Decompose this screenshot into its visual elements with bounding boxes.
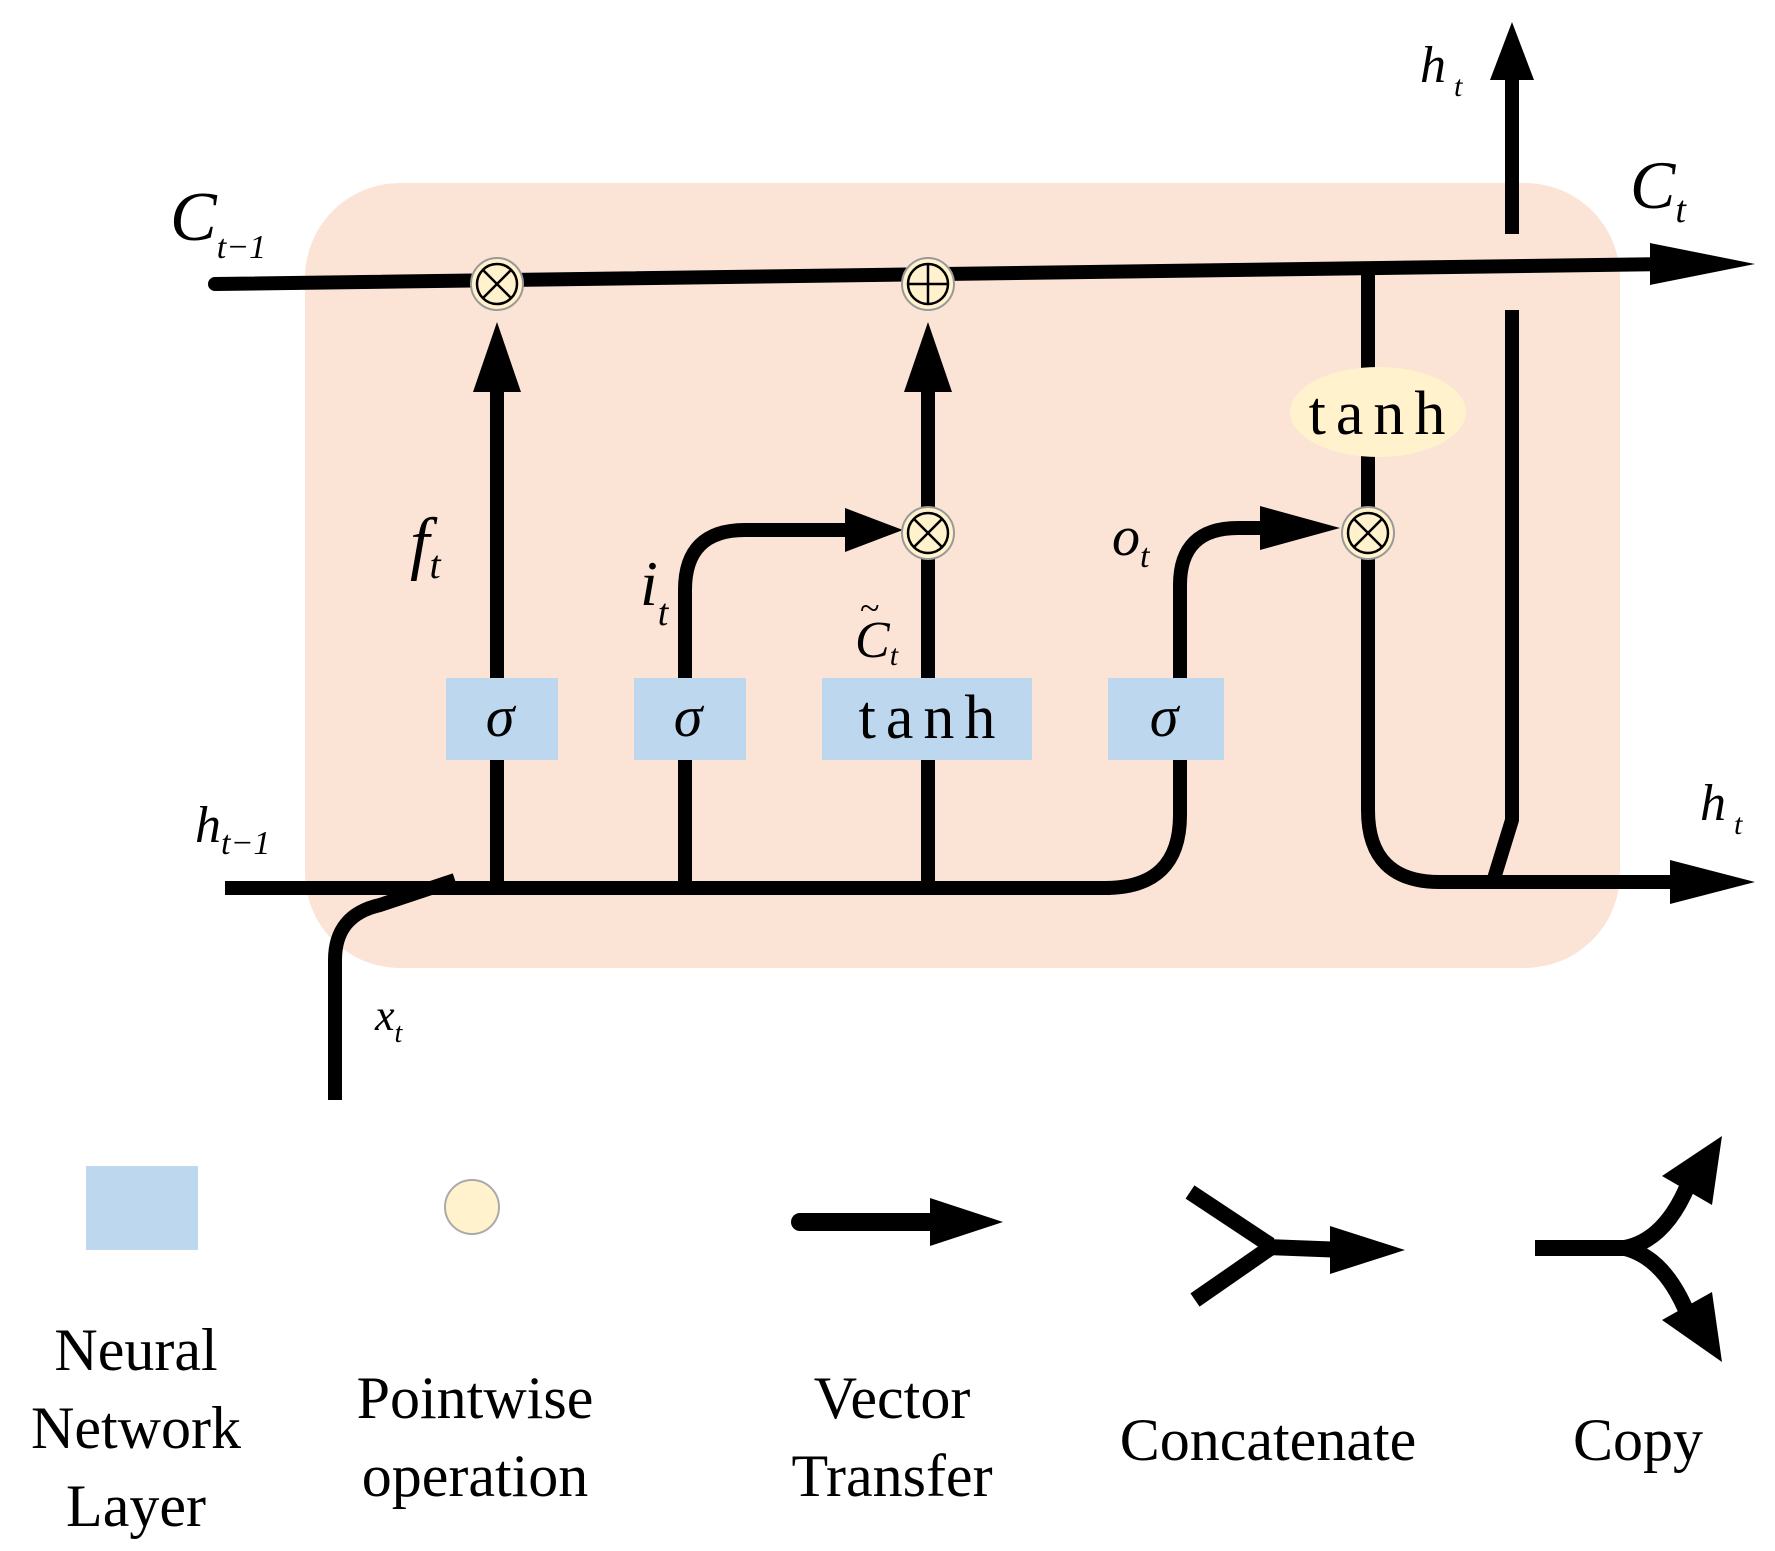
- pointwise-tanh-label: tanh: [1309, 380, 1456, 448]
- output-multiply-op: [1341, 506, 1395, 560]
- output-sigma-box: [1108, 678, 1224, 760]
- input-arrowhead: [845, 508, 903, 552]
- c-prev-label: Ct−1: [170, 179, 266, 266]
- legend-concatenate-arrowhead: [1330, 1226, 1405, 1274]
- pointwise-ops: [470, 257, 1395, 560]
- h-prev-label: ht−1: [195, 797, 270, 862]
- candidate-tanh-box: [822, 678, 1032, 760]
- candidate-label: Ct: [855, 612, 899, 672]
- candidate-tanh-label: tanh: [859, 684, 1006, 752]
- legend-pointwise-line-2: operation: [362, 1443, 589, 1509]
- h-copy-up-line: [1485, 310, 1519, 888]
- input-sigma-label: σ: [674, 684, 705, 749]
- legend-copy-down-arrowhead: [1662, 1292, 1722, 1362]
- legend-layer-line-2: Network: [31, 1395, 241, 1461]
- legend-vector-arrowhead: [930, 1198, 1003, 1246]
- x-label: xt: [374, 991, 404, 1049]
- legend-copy-label: Copy: [1573, 1407, 1703, 1473]
- x-input-line: [328, 873, 458, 1100]
- legend: Neural Network Layer Pointwise operation…: [31, 1136, 1722, 1539]
- input-multiply-op: [901, 506, 955, 560]
- output-gate-label: ot: [1112, 506, 1151, 575]
- legend-copy-symbol: [1535, 1181, 1696, 1319]
- forget-sigma-box: [446, 678, 558, 760]
- candidate-arrowhead: [904, 322, 952, 392]
- legend-vector-line-1: Vector: [814, 1365, 971, 1431]
- candidate-tilde: ~: [860, 588, 879, 628]
- pointwise-tanh-ellipse: [1290, 367, 1466, 457]
- c-out-label: Ct: [1630, 147, 1687, 231]
- h-right-arrowhead: [1670, 860, 1755, 904]
- legend-vector-line-2: Transfer: [791, 1443, 992, 1509]
- legend-pointwise-line-1: Pointwise: [357, 1365, 594, 1431]
- output-sigma-label: σ: [1150, 684, 1181, 749]
- legend-layer-swatch: [86, 1166, 198, 1250]
- legend-concatenate-symbol: [1185, 1185, 1346, 1307]
- input-sigma-box: [634, 678, 746, 760]
- cell-add-op: [901, 257, 955, 311]
- arrowheads: [473, 22, 1755, 904]
- lstm-cell-background: [305, 183, 1620, 968]
- forget-sigma-label: σ: [486, 684, 517, 749]
- input-gate-line: [678, 523, 850, 888]
- forget-multiply-op: [470, 257, 524, 311]
- legend-layer-line-3: Layer: [66, 1473, 206, 1539]
- layer-boxes: σ σ tanh σ: [446, 678, 1224, 760]
- legend-copy-up-arrowhead: [1662, 1136, 1722, 1205]
- legend-concatenate-label: Concatenate: [1120, 1407, 1417, 1473]
- h-out-line: [1361, 555, 1690, 889]
- cell-state-arrowhead: [1650, 243, 1755, 285]
- forget-arrowhead: [473, 322, 521, 392]
- output-arrowhead: [1260, 506, 1340, 550]
- input-gate-label: it: [640, 548, 670, 634]
- legend-pointwise-swatch: [444, 1179, 500, 1235]
- legend-layer-line-1: Neural: [54, 1317, 217, 1383]
- h-top-arrowhead: [1490, 22, 1534, 80]
